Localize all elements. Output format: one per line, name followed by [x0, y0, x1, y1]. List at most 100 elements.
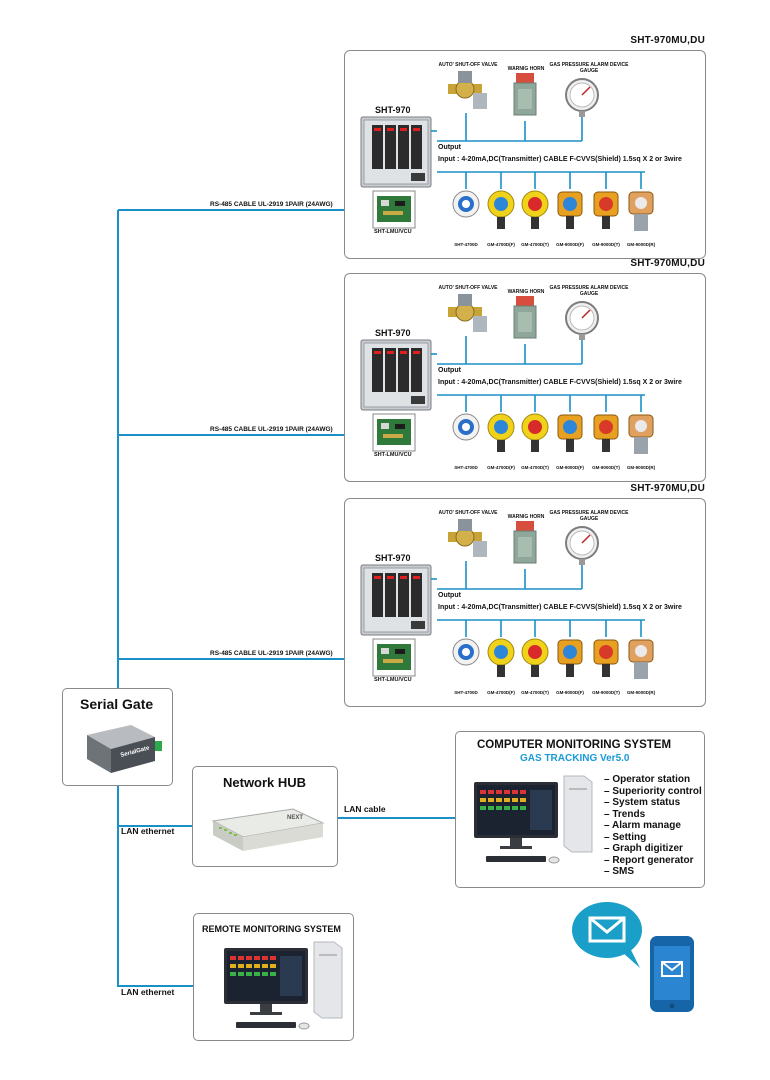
sensor-label: GM-9000D(F) — [556, 465, 584, 470]
output-device-label-gauge: GAS PRESSURE ALARM DEVICE GAUGE — [549, 285, 629, 297]
remote-monitoring-box: REMOTE MONITORING SYSTEM — [193, 913, 354, 1041]
sensor-gm-4700d-t-icon — [521, 638, 549, 677]
shut-off-valve-icon — [448, 71, 487, 109]
rs485-cable-label-1: RS-485 CABLE UL-2919 1PAIR (24AWG) — [210, 201, 333, 208]
lan-cable-label: LAN cable — [344, 804, 386, 814]
sht-970-controller-icon — [360, 116, 432, 188]
output-device-label-valve: AUTO' SHUT-OFF VALVE — [438, 62, 498, 68]
lan-ethernet-label-remote: LAN ethernet — [121, 987, 175, 997]
sensor-label: SHT-4700D — [454, 465, 478, 470]
lan-ethernet-label-hub: LAN ethernet — [121, 826, 175, 836]
sensor-gm-9000d-r-icon — [628, 414, 654, 454]
pressure-gauge-icon — [565, 78, 599, 117]
panel-graphics — [360, 519, 654, 679]
monitoring-title: COMPUTER MONITORING SYSTEM — [477, 739, 672, 751]
pressure-gauge-icon — [565, 526, 599, 565]
sensor-gm-4700d-f-icon — [487, 413, 515, 452]
controller-label: SHT-970 — [375, 328, 411, 338]
monitoring-workstation-icon — [474, 775, 593, 864]
sensor-label: GM-4700D(F) — [487, 465, 515, 470]
panel-model-label: SHT-970MU,DU — [630, 35, 705, 46]
input-spec-label: Input : 4-20mA,DC(Transmitter) CABLE F-C… — [438, 379, 682, 386]
sensor-label: GM-9000D(F) — [556, 242, 584, 247]
network-hub-title: Network HUB — [223, 775, 307, 790]
sensor-label: GM-9000D(F) — [556, 690, 584, 695]
input-spec-label: Input : 4-20mA,DC(Transmitter) CABLE F-C… — [438, 156, 682, 163]
sensor-label: GM-9000D(R) — [626, 242, 656, 247]
panel-graphics — [360, 294, 654, 454]
monitoring-subtitle: GAS TRACKING Ver5.0 — [520, 753, 630, 764]
output-device-label-horn: WARNIG HORN — [507, 514, 545, 520]
sensor-label: GM-4700D(T) — [521, 465, 549, 470]
rs485-cable-label-2: RS-485 CABLE UL-2919 1PAIR (24AWG) — [210, 426, 333, 433]
sensor-gm-9000d-t-icon — [593, 414, 619, 452]
lmu-vcu-board-icon — [372, 413, 416, 452]
panel-model-label: SHT-970MU,DU — [630, 258, 705, 269]
output-device-label-gauge: GAS PRESSURE ALARM DEVICE GAUGE — [549, 62, 629, 74]
sensor-gm-9000d-r-icon — [628, 639, 654, 679]
sensor-gm-4700d-t-icon — [521, 413, 549, 452]
warning-horn-icon — [513, 73, 537, 116]
feature-item: – Trends — [604, 808, 646, 820]
output-device-label-valve: AUTO' SHUT-OFF VALVE — [438, 285, 498, 291]
input-spec-label: Input : 4-20mA,DC(Transmitter) CABLE F-C… — [438, 604, 682, 611]
sms-notification-graphic — [572, 902, 694, 1012]
shut-off-valve-icon — [448, 294, 487, 332]
output-device-label-horn: WARNIG HORN — [507, 66, 545, 72]
lmu-vcu-board-icon — [372, 190, 416, 229]
output-label: Output — [438, 592, 461, 599]
panel-graphics — [360, 71, 654, 231]
panel-internal-wiring — [431, 113, 645, 189]
panel-model-label: SHT-970MU,DU — [630, 483, 705, 494]
gas-detector-panel-2: SHT-970MU,DU — [344, 258, 706, 482]
sensor-gm-9000d-t-icon — [593, 639, 619, 677]
feature-item: – Setting — [604, 831, 647, 843]
sensor-gm-9000d-f-icon — [557, 191, 583, 229]
computer-monitoring-box: COMPUTER MONITORING SYSTEM GAS TRACKING … — [455, 731, 705, 888]
sht-970-controller-icon — [360, 564, 432, 636]
sensor-gm-9000d-t-icon — [593, 191, 619, 229]
sensor-sht-4700d-icon — [452, 190, 480, 218]
feature-item: – SMS — [604, 866, 635, 877]
shut-off-valve-icon — [448, 519, 487, 557]
sensor-gm-4700d-f-icon — [487, 190, 515, 229]
output-label: Output — [438, 144, 461, 151]
feature-item: – System status — [604, 797, 681, 808]
sensor-gm-4700d-f-icon — [487, 638, 515, 677]
controller-label: SHT-970 — [375, 553, 411, 563]
controller-label: SHT-970 — [375, 105, 411, 115]
serial-gate-box: Serial Gate SerialGate — [62, 688, 173, 786]
remote-workstation-icon — [224, 941, 343, 1030]
panel-internal-wiring — [431, 561, 645, 637]
feature-item: – Alarm manage — [604, 820, 681, 831]
monitoring-feature-list: – Operator station – Superiority control… — [604, 774, 702, 878]
sensor-label: GM-4700D(F) — [487, 242, 515, 247]
interface-unit-label: SHT-LMU/VCU — [374, 229, 412, 235]
sensor-label: GM-9000D(T) — [592, 465, 620, 470]
feature-item: – Report generator — [604, 854, 694, 866]
sensor-label: GM-9000D(R) — [626, 690, 656, 695]
sensor-gm-9000d-f-icon — [557, 639, 583, 677]
feature-item: – Superiority control — [604, 785, 702, 797]
network-hub-device-icon: NEXT — [211, 808, 325, 851]
sensor-label: GM-9000D(R) — [626, 465, 656, 470]
interface-unit-label: SHT-LMU/VCU — [374, 452, 412, 458]
output-device-label-gauge: GAS PRESSURE ALARM DEVICE GAUGE — [549, 510, 629, 522]
sensor-label: GM-4700D(F) — [487, 690, 515, 695]
message-bubble-icon — [572, 902, 642, 968]
rs485-cable-label-3: RS-485 CABLE UL-2919 1PAIR (24AWG) — [210, 650, 333, 657]
pressure-gauge-icon — [565, 301, 599, 340]
ethernet-trunk — [117, 785, 220, 987]
remote-monitoring-title: REMOTE MONITORING SYSTEM — [202, 924, 341, 934]
sensor-label: SHT-4700D — [454, 690, 478, 695]
output-device-label-valve: AUTO' SHUT-OFF VALVE — [438, 510, 498, 516]
sensor-gm-9000d-r-icon — [628, 191, 654, 231]
sensor-label: GM-4700D(T) — [521, 690, 549, 695]
feature-item: – Operator station — [604, 774, 691, 785]
panel-internal-wiring — [431, 336, 645, 412]
sensor-sht-4700d-icon — [452, 413, 480, 441]
gas-detector-panel-3: SHT-970MU,DU — [344, 483, 706, 707]
sensor-label: GM-4700D(T) — [521, 242, 549, 247]
sensor-label: SHT-4700D — [454, 242, 478, 247]
